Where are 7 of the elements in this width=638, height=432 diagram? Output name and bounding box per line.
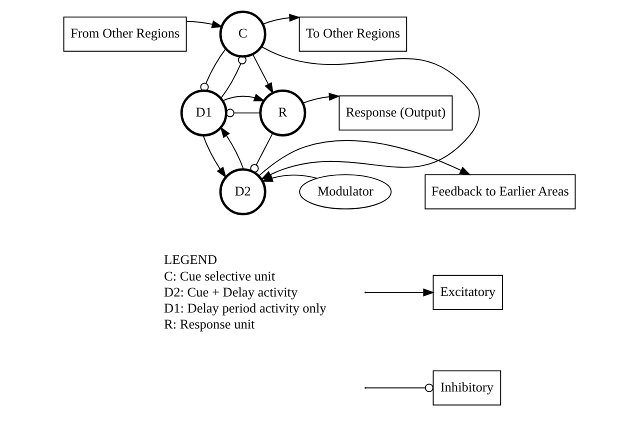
label: R: Response unit [163,316,254,332]
legend-label: Excitatory [440,284,496,299]
legend-label: Inhibitory [440,379,493,394]
label: D1: Delay period activity only [163,300,326,316]
label: D2: Cue + Delay activity [163,284,298,300]
label: LEGEND [163,252,217,268]
label: C: Cue selective unit [163,268,275,284]
